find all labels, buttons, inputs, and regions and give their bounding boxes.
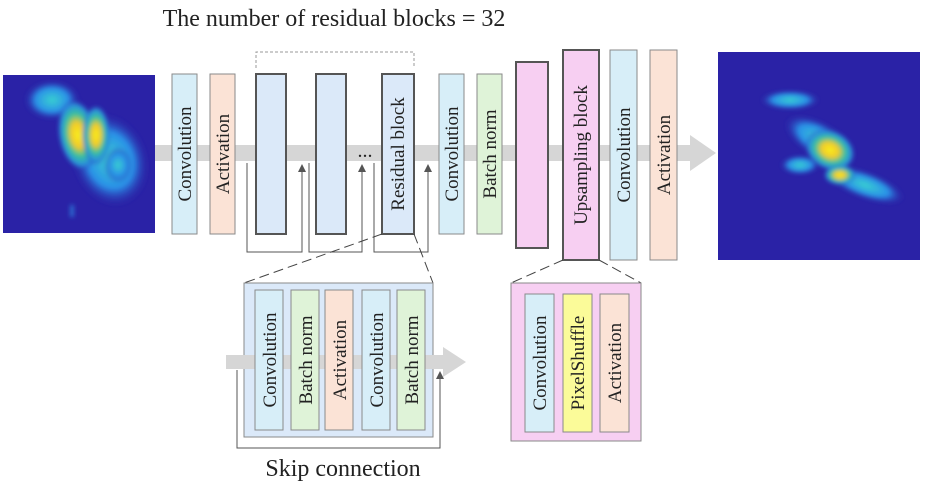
residual-detail-convolution-1: Convolution [254, 289, 284, 431]
block-label: Convolution [175, 106, 196, 202]
block-label: PixelShuffle [568, 316, 589, 411]
block-activation-1: Activation [209, 73, 236, 235]
block-label: Convolution [442, 106, 463, 202]
ellipsis: ... [358, 140, 373, 162]
residual-block-placeholder-1 [255, 73, 287, 235]
residual-detail-batch-norm-1: Batch norm [290, 289, 320, 431]
block-label: Convolution [260, 312, 281, 408]
block-label: Batch norm [296, 315, 317, 404]
residual-zoom-lines [243, 233, 434, 284]
block-label: Upsampling block [571, 85, 592, 225]
upsampling-detail-convolution: Convolution [524, 293, 555, 433]
block-residual: Residual block [381, 73, 415, 235]
output-heatmap-image [718, 52, 920, 260]
block-label: Activation [213, 113, 234, 194]
block-label: Convolution [367, 312, 388, 408]
skip-connection-arrow [236, 370, 444, 449]
residual-detail-convolution-2: Convolution [361, 289, 391, 431]
block-label: Activation [654, 114, 675, 195]
block-upsampling-placeholder [515, 61, 549, 249]
block-convolution-2: Convolution [438, 73, 465, 235]
block-label: Batch norm [480, 109, 501, 198]
title-bracket [255, 51, 415, 68]
upsampling-detail-pixelshuffle: PixelShuffle [562, 293, 593, 433]
diagram-title: The number of residual blocks = 32 [163, 6, 506, 32]
input-heatmap-image [3, 75, 155, 233]
block-batch-norm: Batch norm [476, 73, 503, 235]
block-label: Activation [330, 319, 351, 400]
block-convolution-3: Convolution [609, 49, 638, 261]
skip-connection-label: Skip connection [265, 456, 420, 482]
main-flow-arrow [155, 135, 716, 171]
upsampling-zoom-lines [510, 259, 642, 284]
residual-skip-arrows [246, 163, 432, 253]
block-label: Convolution [530, 315, 551, 411]
block-activation-2: Activation [649, 49, 678, 261]
block-label: Activation [605, 322, 626, 403]
block-label: Batch norm [402, 315, 423, 404]
block-upsampling: Upsampling block [562, 49, 600, 261]
upsampling-detail-activation: Activation [599, 293, 630, 433]
block-label: Convolution [614, 107, 635, 203]
block-label: Residual block [388, 97, 409, 211]
residual-block-placeholder-2 [315, 73, 347, 235]
block-convolution-1: Convolution [171, 73, 198, 235]
residual-detail-batch-norm-2: Batch norm [396, 289, 426, 431]
residual-detail-activation: Activation [324, 289, 354, 431]
